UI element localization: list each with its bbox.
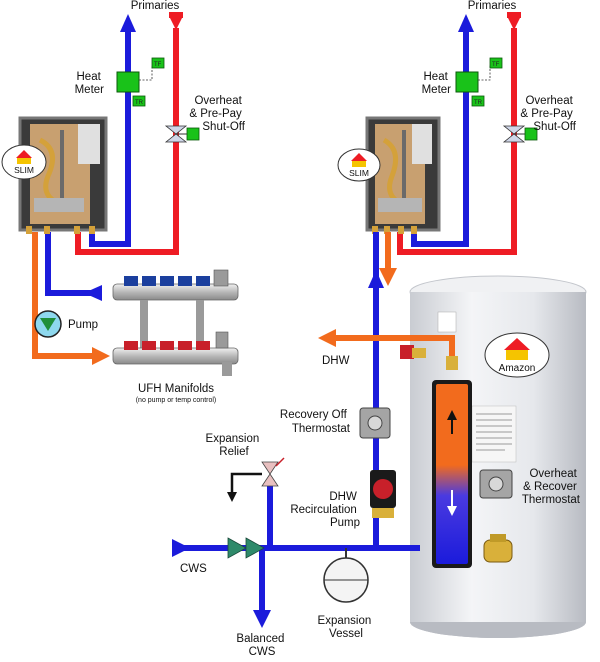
recovery-off-thermostat-icon <box>359 407 391 439</box>
ufh-manifold-top <box>112 269 239 348</box>
svg-text:TR: TR <box>474 100 483 106</box>
slim-logo-left: SLIM <box>1 144 47 180</box>
primaries-right-label: Primaries <box>468 0 517 12</box>
expansion-relief-valve-icon <box>227 457 285 502</box>
pump-label: Pump <box>68 319 98 331</box>
dhw-recirculation-pump-label: DHW Recirculation Pump <box>290 491 360 529</box>
expansion-vessel-label: Expansion Vessel <box>318 615 375 640</box>
shutoff-valve-left <box>164 125 200 143</box>
dhw-label: DHW <box>322 355 350 367</box>
overheat-recover-thermostat-icon <box>479 469 513 499</box>
tank-relief-valve-icon <box>400 345 426 359</box>
tank-coil <box>432 380 472 568</box>
amazon-logo: Amazon <box>484 332 550 378</box>
heat-meter-left-label: Heat Meter <box>75 71 105 96</box>
pump-icon <box>34 310 62 338</box>
shutoff-valve-right <box>502 125 538 143</box>
svg-text:Amazon: Amazon <box>499 363 536 374</box>
dhw-recirculation-pump-icon <box>370 470 396 518</box>
ufh-note-label: (no pump or temp control) <box>136 397 217 404</box>
svg-text:TF: TF <box>492 62 500 68</box>
left-primary-pipes <box>32 12 183 365</box>
svg-text:SLIM: SLIM <box>14 165 34 175</box>
overheat-recover-thermostat-label: Overheat & Recover Thermostat <box>522 468 581 506</box>
cws-pipes <box>172 480 420 628</box>
slim-unit-right <box>365 116 441 234</box>
check-valves-icon <box>227 537 265 559</box>
expansion-relief-label: Expansion Relief <box>206 433 263 458</box>
overheat-prepay-right-label: Overheat & Pre-Pay Shut-Off <box>520 95 576 133</box>
cws-label: CWS <box>180 563 207 575</box>
ufh-manifold-bottom <box>112 331 239 376</box>
svg-text:SLIM: SLIM <box>349 168 369 178</box>
recovery-off-thermostat-label: Recovery Off Thermostat <box>280 409 351 435</box>
balanced-cws-label: Balanced CWS <box>236 633 287 657</box>
overheat-prepay-left-label: Overheat & Pre-Pay Shut-Off <box>189 95 245 133</box>
heat-meter-right: TF TR <box>455 57 503 107</box>
primaries-left-label: Primaries <box>131 0 180 12</box>
svg-text:TR: TR <box>135 100 144 106</box>
heat-meter-right-label: Heat Meter <box>422 71 452 96</box>
heat-meter-left: TF TR <box>116 57 165 107</box>
svg-text:TF: TF <box>154 62 162 68</box>
expansion-vessel-icon <box>323 557 369 603</box>
dhw-outlet-pipe <box>318 329 458 370</box>
ufh-manifolds-label: UFH Manifolds <box>138 383 214 395</box>
slim-logo-right: SLIM <box>337 148 381 182</box>
